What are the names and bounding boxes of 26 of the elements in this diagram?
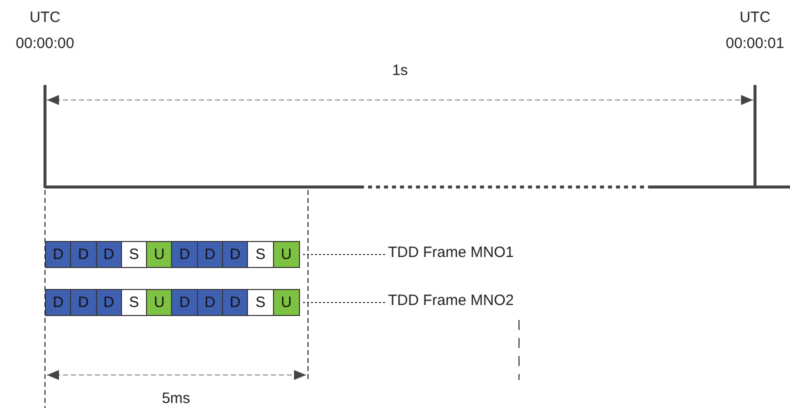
downlink-slot: D: [46, 290, 72, 315]
time-label: UTC 00:00:01: [724, 8, 786, 54]
downlink-slot: D: [223, 290, 248, 315]
downlink-slot: D: [96, 290, 122, 315]
duration-label: 5ms: [160, 389, 192, 408]
frame-label: TDD Frame MNO2: [388, 291, 514, 311]
uplink-slot: U: [274, 290, 299, 315]
frame-label: TDD Frame MNO1: [388, 243, 514, 263]
uplink-slot: U: [147, 242, 172, 267]
time-label: UTC 00:00:00: [14, 8, 76, 54]
downlink-slot: D: [172, 242, 198, 267]
frame-bar: [45, 289, 300, 316]
downlink-slot: D: [96, 242, 122, 267]
frame-bar: [45, 241, 300, 268]
uplink-slot: U: [274, 242, 299, 267]
duration-label: 1s: [391, 61, 409, 81]
downlink-slot: D: [46, 242, 72, 267]
downlink-slot: D: [172, 290, 198, 315]
downlink-slot: D: [71, 290, 97, 315]
downlink-slot: D: [198, 290, 224, 315]
downlink-slot: D: [71, 242, 97, 267]
downlink-slot: D: [223, 242, 248, 267]
uplink-slot: U: [147, 290, 172, 315]
leader-line: [302, 254, 386, 255]
downlink-slot: D: [198, 242, 224, 267]
leader-line: [302, 302, 386, 303]
